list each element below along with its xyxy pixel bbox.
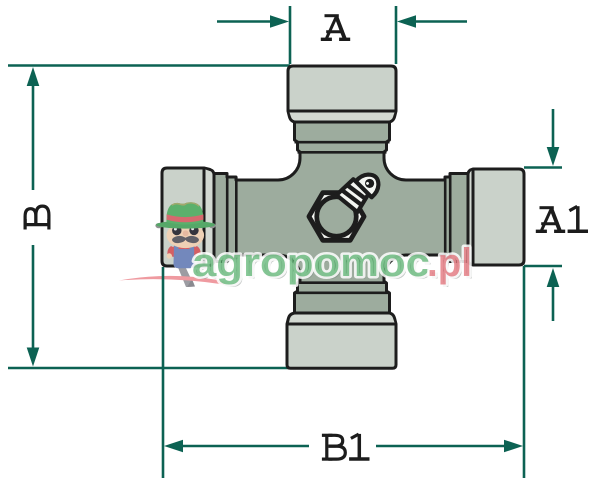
- svg-text:.pl: .pl: [427, 241, 472, 285]
- svg-text:agropomoc: agropomoc: [195, 244, 433, 288]
- svg-text:agropomoc: agropomoc: [192, 241, 430, 285]
- svg-text:.pl: .pl: [430, 244, 475, 288]
